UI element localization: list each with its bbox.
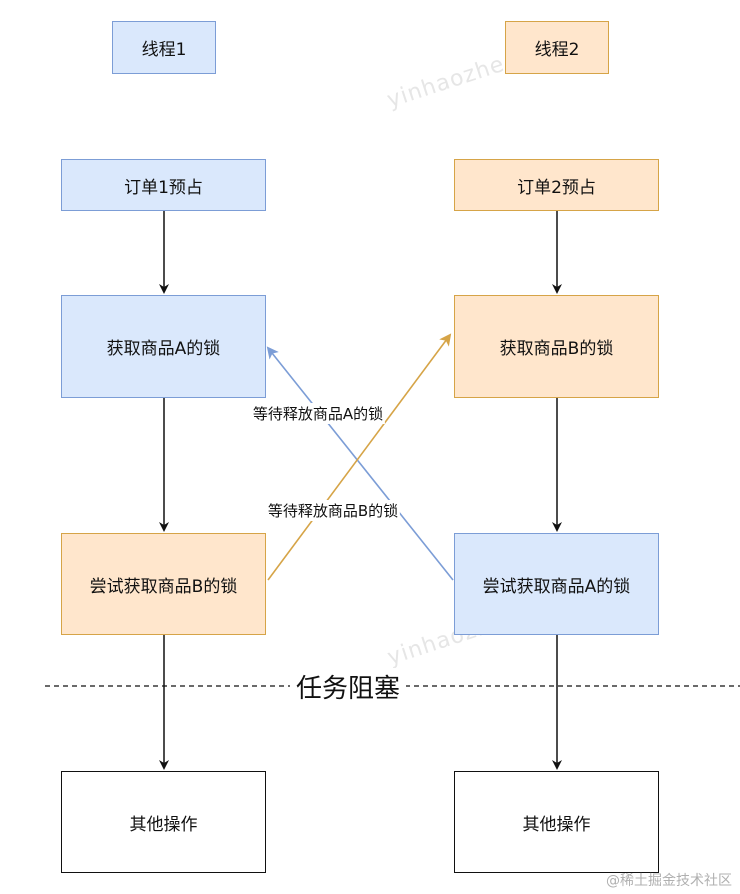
other-ops-left: 其他操作 — [61, 771, 266, 873]
edge-wait-b — [267, 333, 452, 581]
other-ops-right: 其他操作 — [454, 771, 659, 873]
edge-wait-a — [266, 346, 454, 581]
acquire-lock-b: 获取商品B的锁 — [454, 295, 659, 398]
task-blocked-label: 任务阻塞 — [290, 668, 407, 705]
label-wait-lock-b: 等待释放商品B的锁 — [265, 500, 401, 521]
thread-2-header: 线程2 — [505, 21, 609, 74]
try-acquire-lock-b: 尝试获取商品B的锁 — [61, 533, 266, 635]
acquire-lock-a: 获取商品A的锁 — [61, 295, 266, 398]
order-1-reserve: 订单1预占 — [61, 159, 266, 211]
thread-1-header: 线程1 — [112, 21, 216, 74]
order-2-reserve: 订单2预占 — [454, 159, 659, 211]
try-acquire-lock-a: 尝试获取商品A的锁 — [454, 533, 659, 635]
label-wait-lock-a: 等待释放商品A的锁 — [250, 403, 386, 424]
footer-credit: @稀土掘金技术社区 — [606, 873, 732, 889]
